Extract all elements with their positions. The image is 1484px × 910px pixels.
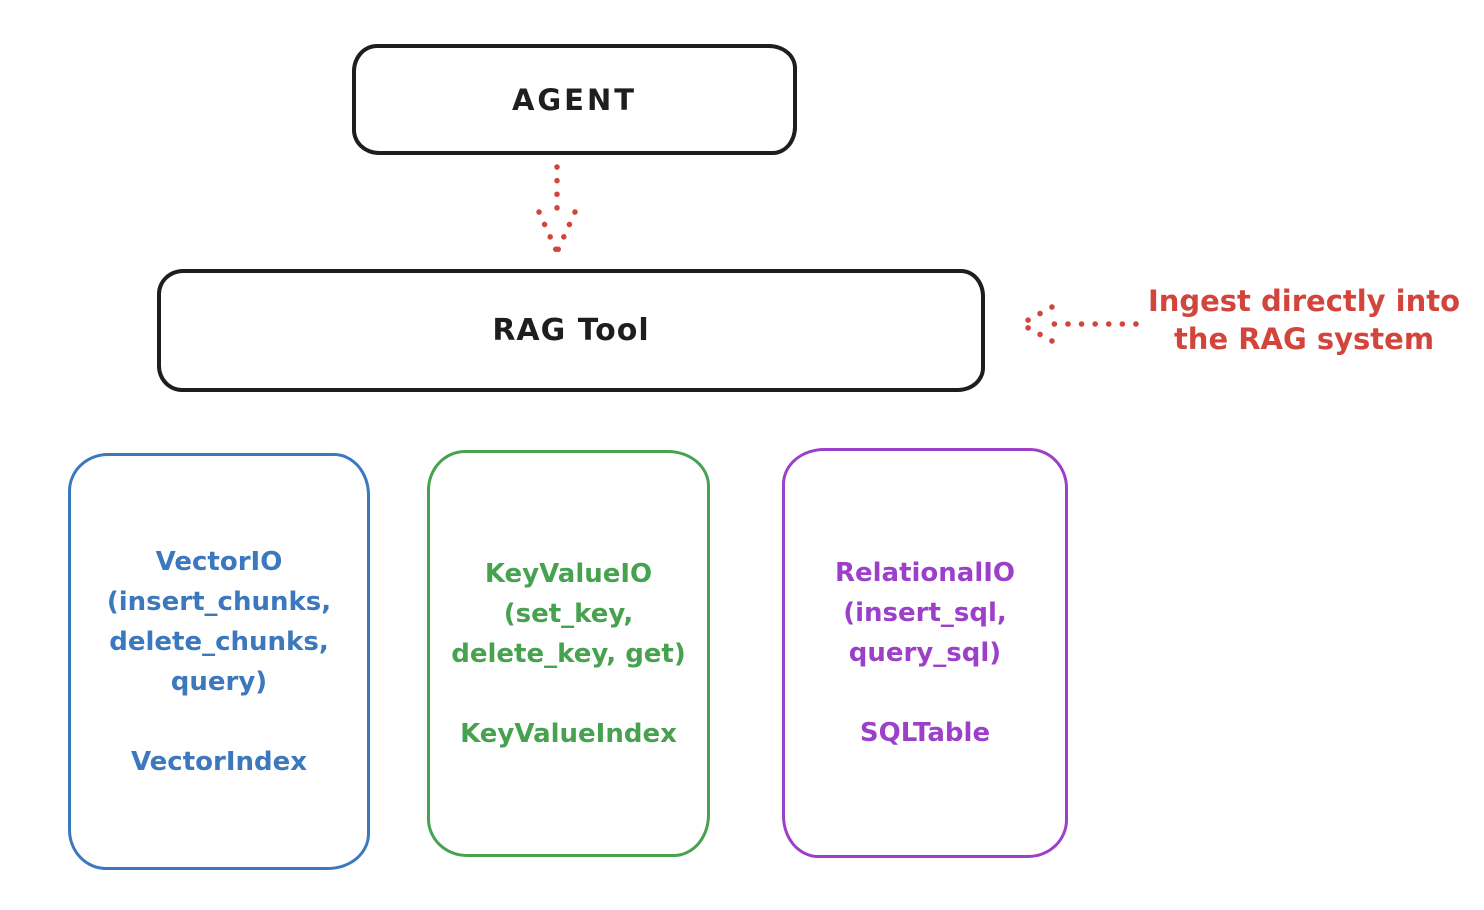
vector-index-label: VectorIndex <box>130 746 308 777</box>
node-line: (set_key, <box>503 598 634 629</box>
node-line: (insert_chunks, <box>106 586 332 617</box>
node-line: query) <box>170 666 268 697</box>
sqltable-label: SQLTable <box>859 718 991 748</box>
keyvalue-io-function-lines: KeyValueIO (set_key, delete_key, get) <box>451 554 686 674</box>
ingest-annotation: Ingest directly into the RAG system <box>1128 282 1480 358</box>
node-line: query_sql) <box>848 638 1002 668</box>
vector-io-function-lines: VectorIO (insert_chunks, delete_chunks, … <box>107 542 331 702</box>
ingest-annotation-line-1: Ingest directly into <box>1147 284 1461 318</box>
node-line: delete_chunks, <box>109 626 329 657</box>
keyvalue-io-node: KeyValueIO (set_key, delete_key, get) Ke… <box>427 450 710 857</box>
relational-io-node: RelationalIO (insert_sql, query_sql) SQL… <box>782 448 1068 858</box>
node-line: delete_key, get) <box>451 638 686 669</box>
agent-to-rag-tool-arrow <box>536 164 578 255</box>
agent-node: AGENT <box>352 44 797 155</box>
node-line: VectorIO <box>155 546 283 577</box>
node-line: RelationalIO <box>834 558 1016 588</box>
ingest-annotation-line-2: the RAG system <box>1173 322 1435 356</box>
vector-io-node: VectorIO (insert_chunks, delete_chunks, … <box>68 453 370 870</box>
ingest-arrow <box>1018 304 1139 344</box>
rag-tool-node: RAG Tool <box>157 269 985 392</box>
relational-io-function-lines: RelationalIO (insert_sql, query_sql) <box>835 553 1015 673</box>
node-line: KeyValueIO <box>484 558 653 589</box>
rag-tool-label: RAG Tool <box>492 313 650 348</box>
agent-label: AGENT <box>511 82 638 117</box>
keyvalue-index-label: KeyValueIndex <box>460 718 677 749</box>
node-line: (insert_sql, <box>843 598 1007 628</box>
